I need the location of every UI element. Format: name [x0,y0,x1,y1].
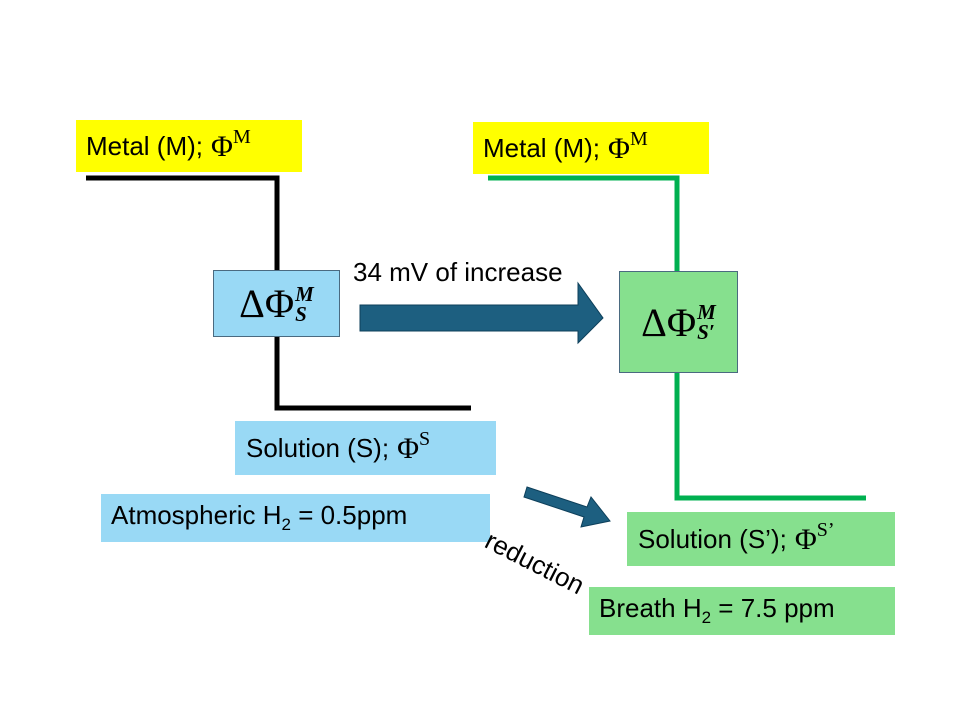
right-solution-phi: ΦS’ [794,519,835,556]
left-delta-sup: M [295,281,314,306]
left-metal-label: Metal (M); [86,130,203,161]
right-metal-label: Metal (M); [483,132,600,163]
reduction-arrow [523,486,611,528]
left-solution-label: Solution (S); [246,432,390,463]
left-delta-sub: S [295,301,307,326]
right-delta-phi-box: ΔΦ M S′ [619,271,738,373]
right-delta-sup: M [697,300,716,324]
breath-h2-label: Breath H2 = 7.5 ppm [599,593,835,628]
left-solution-phi: ΦS [397,428,431,465]
right-metal-box: Metal (M); ΦM [473,122,709,174]
increase-arrow [359,281,604,345]
right-delta-phi: ΔΦ [641,299,697,345]
right-delta-sub: S′ [697,320,715,344]
left-solution-box: Solution (S); ΦS [235,421,496,475]
right-solution-label: Solution (S’); [638,523,787,554]
breath-h2-box: Breath H2 = 7.5 ppm [589,587,895,635]
atmospheric-h2-box: Atmospheric H2 = 0.5ppm [101,494,490,542]
atmospheric-h2-label: Atmospheric H2 = 0.5ppm [111,500,408,535]
right-metal-phi: ΦM [608,128,648,165]
left-delta-phi: ΔΦ [239,281,295,326]
left-metal-box: Metal (M); ΦM [76,120,302,172]
left-delta-phi-box: ΔΦ M S [213,270,340,337]
right-solution-box: Solution (S’); ΦS’ [627,512,895,566]
increase-label: 34 mV of increase [353,257,563,287]
left-metal-phi: ΦM [211,126,251,163]
